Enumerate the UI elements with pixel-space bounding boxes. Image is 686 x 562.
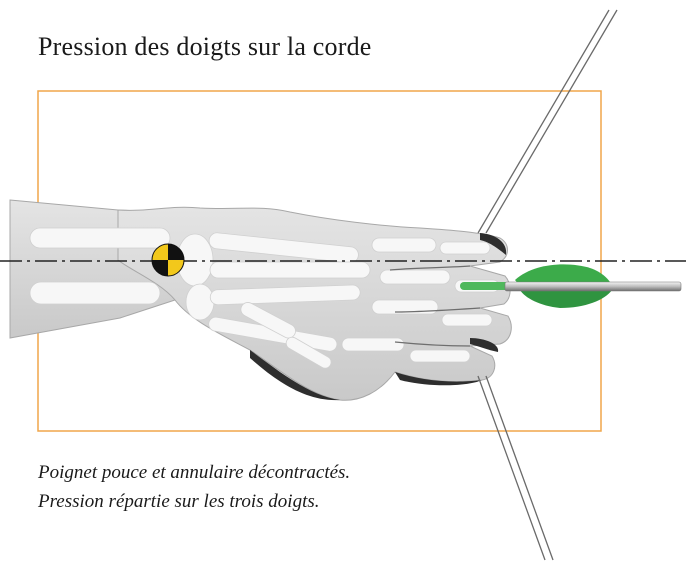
bow-string-lower xyxy=(478,376,553,560)
bow-string-upper xyxy=(478,10,617,233)
diagram-caption: Poignet pouce et annulaire décontractés.… xyxy=(38,458,350,516)
center-marker-icon xyxy=(152,244,184,276)
caption-line-1: Poignet pouce et annulaire décontractés. xyxy=(38,458,350,487)
hand xyxy=(10,200,511,400)
back-of-hand xyxy=(118,207,511,400)
caption-line-2: Pression répartie sur les trois doigts. xyxy=(38,487,350,516)
arrow-fletching-lower xyxy=(520,290,612,308)
arrow-shaft xyxy=(505,282,681,291)
diagram-title: Pression des doigts sur la corde xyxy=(38,32,372,62)
arrow-nock xyxy=(460,282,512,290)
